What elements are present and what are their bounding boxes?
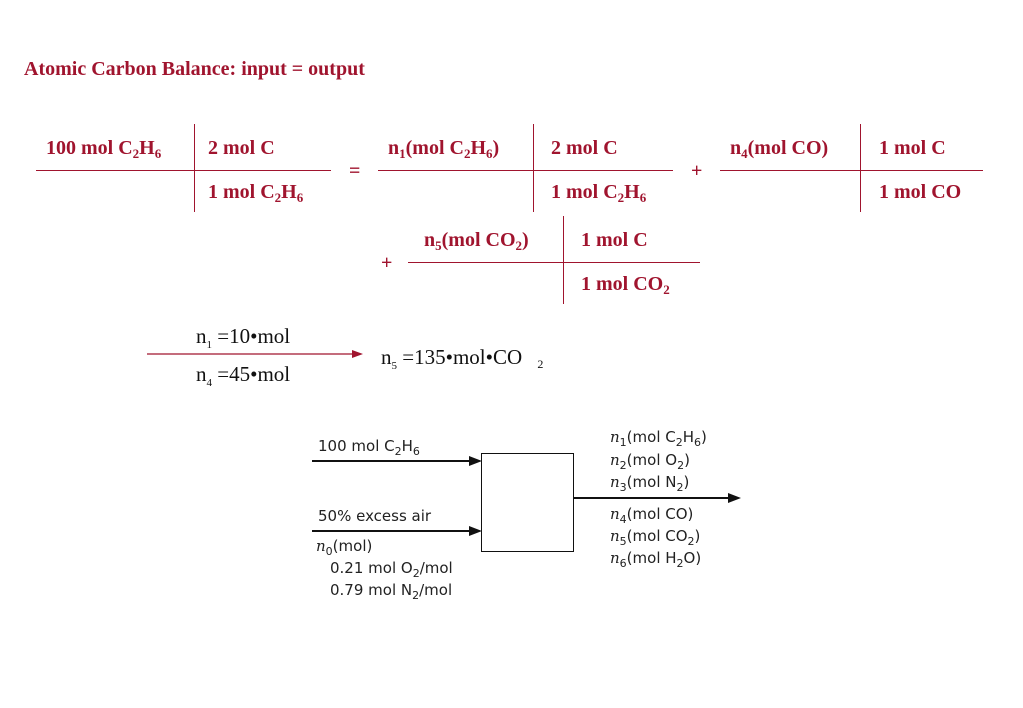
feed1-arrow — [312, 456, 482, 466]
feed2-o2: 0.21 mol O2/mol — [330, 559, 453, 580]
term2-factor-denominator: 1 mol CO — [879, 181, 962, 203]
term1-factor-numerator: 2 mol C — [551, 137, 618, 159]
feed2-n2: 0.79 mol N2/mol — [330, 581, 453, 602]
term2-numerator: n4(mol CO) — [730, 137, 829, 161]
product-n6: n6(mol H2O) — [610, 549, 702, 570]
solution-n5: n5 =135•mol•CO 2 — [381, 345, 544, 372]
product-n2: n2(mol O2) — [610, 451, 690, 472]
product-n1: n1(mol C2H6) — [610, 428, 707, 449]
product-n3: n3(mol N2) — [610, 473, 690, 494]
term3-divider — [563, 216, 564, 304]
input-factor-numerator: 2 mol C — [208, 137, 275, 159]
solution-arrow — [147, 350, 363, 358]
term3-numerator: n5(mol CO2) — [424, 229, 529, 253]
term2-factor-numerator: 1 mol C — [879, 137, 946, 159]
plus-sign-2: + — [381, 252, 393, 274]
product-n4: n4(mol CO) — [610, 505, 694, 526]
feed2-arrow — [312, 526, 482, 536]
solution-n4: n4 =45•mol — [196, 362, 291, 389]
solution-n1: n1 =10•mol — [196, 324, 291, 351]
page-title: Atomic Carbon Balance: input = output — [24, 58, 365, 80]
term2-divider — [860, 124, 861, 212]
term3-factor-denominator: 1 mol CO2 — [581, 273, 670, 297]
input-factor-denominator: 1 mol C2H6 — [208, 181, 304, 205]
input-numerator: 100 mol C2H6 — [46, 137, 162, 161]
term3-fraction-bar — [408, 262, 700, 263]
feed1-label: 100 mol C2H6 — [318, 437, 420, 458]
reactor-box — [481, 453, 574, 552]
term1-divider — [533, 124, 534, 212]
plus-sign-1: + — [691, 160, 703, 182]
input-fraction-bar — [36, 170, 331, 171]
term1-numerator: n1(mol C2H6) — [388, 137, 500, 161]
term1-fraction-bar — [378, 170, 673, 171]
input-divider — [194, 124, 195, 212]
product-n5: n5(mol CO2) — [610, 527, 701, 548]
term2-fraction-bar — [720, 170, 983, 171]
term1-factor-denominator: 1 mol C2H6 — [551, 181, 647, 205]
feed2-n0: n0(mol) — [316, 537, 373, 558]
equals-sign: = — [349, 160, 361, 182]
term3-factor-numerator: 1 mol C — [581, 229, 648, 251]
feed2-label: 50% excess air — [318, 507, 432, 525]
product-arrow — [574, 493, 741, 503]
